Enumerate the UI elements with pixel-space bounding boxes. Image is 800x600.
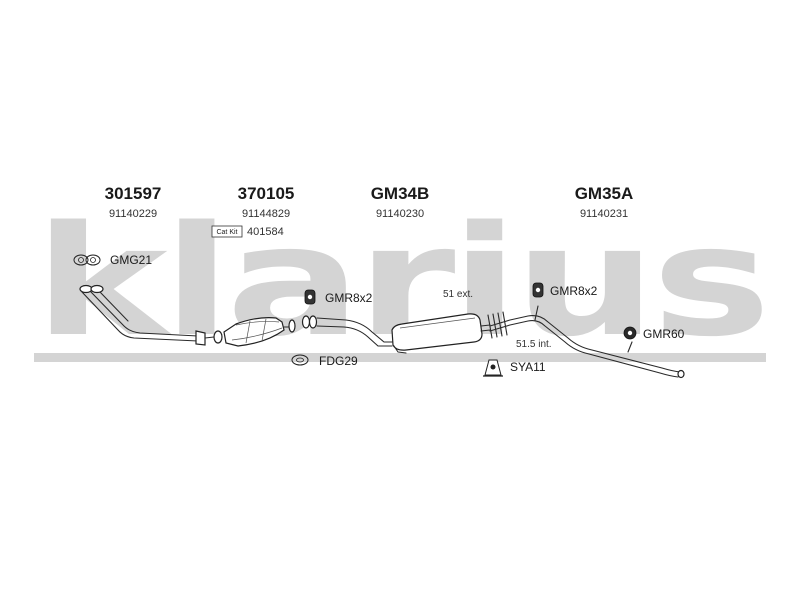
oe-number: 91140231	[580, 208, 628, 220]
centre-silencer-gm34b	[301, 313, 491, 354]
part-number: GM35A	[575, 184, 634, 203]
part-number: 370105	[238, 184, 295, 203]
cat-kit-badge-text: Cat Kit	[216, 229, 237, 236]
oe-number: 91140229	[109, 208, 157, 220]
cat-kit-label: Cat Kit 401584	[211, 225, 284, 238]
callout-label: GMR60	[643, 327, 685, 341]
callout-fdg29: FDG29	[291, 354, 358, 368]
centre-silencer-body	[391, 313, 483, 351]
oe-number: 91144829	[242, 208, 290, 220]
callout-label: SYA11	[510, 360, 546, 374]
rubber-mount-icon	[483, 359, 503, 377]
cat-kit-badge	[211, 225, 243, 238]
callout-label: GMR8x2	[325, 291, 373, 305]
gasket-icon	[73, 254, 101, 266]
flange-gasket-icon	[291, 354, 309, 366]
callout-gmr8x2-front: GMR8x2	[304, 289, 373, 305]
callout-label: GMG21	[110, 253, 152, 267]
catalytic-converter-370105	[204, 317, 296, 347]
callout-gmr60: GMR60	[623, 326, 685, 341]
part-header-3: GM34B 91140230	[371, 184, 430, 220]
cat-kit-number: 401584	[247, 226, 284, 238]
watermark-underline	[34, 353, 766, 362]
rubber-mount-icon	[532, 282, 544, 298]
rubber-mount-icon	[304, 289, 316, 305]
rear-pipe-gm35a	[489, 305, 685, 379]
front-pipe-301597	[79, 284, 206, 346]
part-header-2: 370105 91144829	[238, 184, 295, 220]
callout-gmr8x2-rear: GMR8x2	[532, 282, 598, 298]
dimension-external: 51 ext.	[443, 289, 473, 300]
part-header-4: GM35A 91140231	[575, 184, 634, 220]
callout-label: FDG29	[319, 354, 358, 368]
part-header-1: 301597 91140229	[105, 184, 162, 220]
dimension-internal: 51.5 int.	[516, 339, 552, 350]
rubber-ring-icon	[623, 326, 637, 340]
callout-label: GMR8x2	[550, 284, 598, 298]
callout-sya11: SYA11	[483, 359, 546, 377]
callout-gmg21: GMG21	[73, 253, 152, 267]
oe-number: 91140230	[376, 208, 424, 220]
part-number: GM34B	[371, 184, 430, 203]
part-number: 301597	[105, 184, 162, 203]
